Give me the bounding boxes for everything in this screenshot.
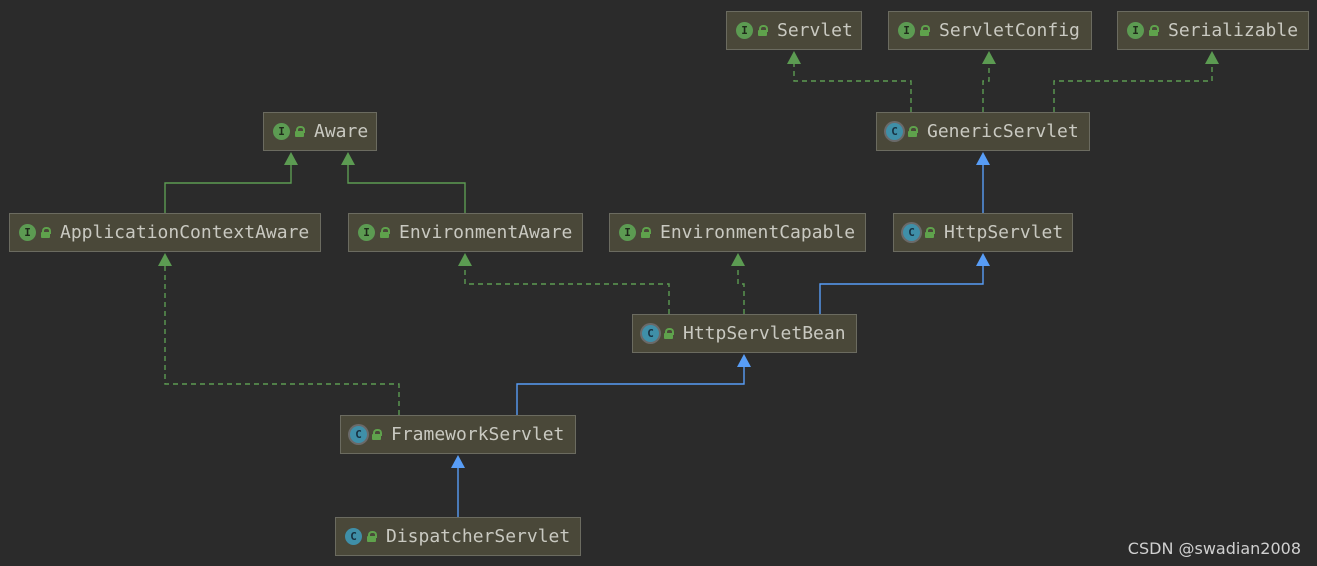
edge-arrowhead [976,253,990,266]
public-lock-icon [641,227,651,238]
public-lock-icon [1149,25,1159,36]
node-label: DispatcherServlet [386,526,571,547]
edge-arrowhead [982,51,996,64]
edge-arrowhead [458,253,472,266]
node-appctxaware[interactable]: I ApplicationContextAware [9,213,321,252]
node-dispatcherservlet[interactable]: C DispatcherServlet [335,517,581,556]
class-icon: C [350,426,367,443]
public-lock-icon [925,227,935,238]
interface-icon: I [898,22,915,39]
class-icon: C [642,325,659,342]
edge-arrowhead [284,152,298,165]
node-httpservletbean[interactable]: C HttpServletBean [632,314,857,353]
node-label: Aware [314,121,369,142]
node-servlet[interactable]: I Servlet [726,11,862,50]
node-serializable[interactable]: I Serializable [1117,11,1309,50]
class-icon: C [886,123,903,140]
node-label: HttpServlet [944,222,1064,243]
edge-genericservlet-to-servletconfig [982,51,996,112]
edge-arrowhead [158,253,172,266]
node-label: FrameworkServlet [391,424,565,445]
edge-arrowhead [976,152,990,165]
public-lock-icon [372,429,382,440]
node-genericservlet[interactable]: C GenericServlet [876,112,1090,151]
node-label: ApplicationContextAware [60,222,310,243]
node-label: Servlet [777,20,853,41]
node-label: HttpServletBean [683,323,846,344]
edge-genericservlet-to-servlet [787,51,912,112]
public-lock-icon [664,328,674,339]
edge-frameworkservlet-to-httpservletbean [516,354,751,415]
public-lock-icon [758,25,768,36]
edge-arrowhead [451,455,465,468]
node-label: Serializable [1168,20,1299,41]
public-lock-icon [295,126,305,137]
edge-arrowhead [787,51,801,64]
class-icon: C [345,528,362,545]
edge-dispatcherservlet-to-frameworkservlet [451,455,465,517]
interface-icon: I [273,123,290,140]
node-servletconfig[interactable]: I ServletConfig [888,11,1092,50]
node-envaware[interactable]: I EnvironmentAware [348,213,583,252]
interface-icon: I [19,224,36,241]
edge-httpservletbean-to-envaware [458,253,670,314]
public-lock-icon [380,227,390,238]
edge-arrowhead [341,152,355,165]
public-lock-icon [920,25,930,36]
public-lock-icon [367,531,377,542]
interface-icon: I [358,224,375,241]
interface-icon: I [619,224,636,241]
edge-envaware-to-aware [341,152,466,213]
node-envcapable[interactable]: I EnvironmentCapable [609,213,866,252]
watermark: CSDN @swadian2008 [1127,539,1301,558]
interface-icon: I [1127,22,1144,39]
edge-httpservletbean-to-httpservlet [819,253,990,314]
class-icon: C [903,224,920,241]
edge-httpservletbean-to-envcapable [731,253,745,314]
node-label: GenericServlet [927,121,1079,142]
node-aware[interactable]: I Aware [263,112,377,151]
edge-httpservlet-to-genericservlet [976,152,990,213]
edge-genericservlet-to-serializable [1053,51,1219,112]
node-frameworkservlet[interactable]: C FrameworkServlet [340,415,576,454]
public-lock-icon [41,227,51,238]
public-lock-icon [908,126,918,137]
node-label: EnvironmentCapable [660,222,856,243]
node-label: EnvironmentAware [399,222,573,243]
node-httpservlet[interactable]: C HttpServlet [893,213,1073,252]
edge-arrowhead [731,253,745,266]
edge-frameworkservlet-to-appctxaware [158,253,400,415]
node-label: ServletConfig [939,20,1080,41]
interface-icon: I [736,22,753,39]
edge-appctxaware-to-aware [164,152,298,213]
edge-arrowhead [1205,51,1219,64]
edge-arrowhead [737,354,751,367]
